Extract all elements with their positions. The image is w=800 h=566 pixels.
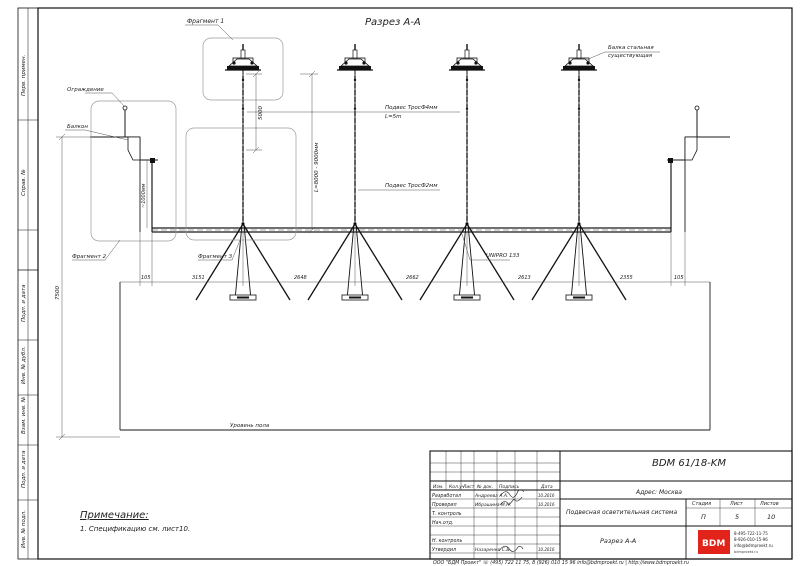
role-6: Утвердил (432, 547, 456, 553)
note-title: Примечание: (80, 510, 149, 521)
hdr-date: Дата (540, 484, 553, 490)
label-suspension-1: Подвес ТросФ4мм (385, 105, 437, 111)
sheet-value: 5 (735, 513, 739, 521)
dimension-height-range: L=8000 - 9000мм (300, 70, 320, 234)
section-title: Разрез А-А (365, 17, 421, 28)
stage-label: Стадия (692, 501, 711, 507)
label-suspension-1-length: L=5m (385, 114, 402, 120)
span-3: 2648 (294, 275, 307, 281)
sheets-label: Листов (759, 501, 779, 507)
label-fence: Ограждение (67, 87, 104, 93)
fragment-3-frame (185, 127, 297, 241)
sheet-name: Разрез А-А (600, 537, 636, 545)
role-3: Нач.отд. (432, 520, 453, 526)
address: Адрес: Москва (635, 489, 682, 496)
room-outline: Уровень пола (119, 282, 711, 431)
fragment-1-frame (202, 37, 284, 101)
name-0: Андреева А.А. (474, 493, 508, 499)
dimension-total-height: 7500 (55, 133, 120, 441)
stamp-vzam-inv: Взам. инв. № (21, 396, 27, 434)
phone-2: 8-926-010-15-96 (734, 537, 768, 542)
hdr-list: Лист (462, 484, 475, 490)
sheet-frame (37, 7, 793, 560)
span-6: 2355 (620, 275, 633, 281)
span-5: 2613 (518, 275, 531, 281)
hdr-kol: Кол.уч (449, 484, 465, 490)
site: bdmproekt.ru (734, 550, 758, 554)
svg-text:7500: 7500 (55, 286, 61, 300)
dimension-1000: ~1000мм (141, 160, 148, 228)
label-floor: Уровень пола (230, 423, 270, 429)
hdr-izm: Изм. (433, 484, 444, 490)
dimension-5000: 5000 (246, 70, 264, 154)
span-7: 105 (674, 275, 684, 281)
hdr-sign: Подпись (499, 484, 520, 490)
callout-leaders (65, 24, 660, 261)
label-suspension-2: Подвес ТросФ2мм (385, 183, 437, 189)
stamp-sprav: Справ. № (21, 169, 27, 196)
system-name: Подвесная осветительная система (566, 509, 677, 516)
phone-1: 8-495-722-11-75 (734, 531, 768, 536)
date-6: 10.2016 (538, 547, 555, 552)
label-fragment-2: Фрагмент 2 (72, 254, 107, 260)
label-profile: UNIPRO 133 (486, 253, 520, 259)
label-beam-existing: существующая (608, 53, 653, 59)
name-6: Назаренко С.В. (475, 547, 511, 553)
role-2: Т. контроль (432, 511, 462, 517)
span-4: 2662 (406, 275, 419, 281)
logo-text: BDM (702, 539, 725, 549)
name-1: Ибрашина М.Н. (475, 502, 511, 508)
svg-text:5000: 5000 (258, 106, 264, 120)
fragment-2-frame (90, 100, 177, 242)
label-fragment-3: Фрагмент 3 (198, 254, 233, 260)
title-block-text: BDM 61/18-KM Адрес: Москва Изм. Кол.уч Л… (432, 458, 779, 554)
span-dimensions: 105 3151 2648 2662 2613 2355 105 (120, 232, 710, 286)
hdr-doc: № док. (476, 484, 493, 490)
stamp-perv-primen: Перв. примен. (21, 54, 27, 96)
role-5: Н. контроль (432, 538, 462, 544)
footer: ООО "БДМ Проект" ☏ (495) 722 11 75, 8 (9… (433, 560, 689, 566)
label-balcony: Балкон (67, 124, 88, 130)
svg-text:~1000мм: ~1000мм (141, 183, 147, 208)
stamp-podp-data-2: Подп. и дата (21, 450, 27, 488)
span-1: 105 (141, 275, 151, 281)
span-2: 3151 (192, 275, 205, 281)
email: info@bdmproekt.ru (734, 543, 773, 548)
sheet-label: Лист (729, 501, 744, 507)
company-logo (698, 530, 730, 554)
label-beam-steel: Балка стальная (608, 45, 654, 51)
role-1: Проверил (432, 502, 457, 508)
date-0: 10.2016 (538, 493, 555, 498)
note-text: 1. Спецификацию см. лист10. (80, 525, 190, 533)
svg-text:L=8000 - 9000мм: L=8000 - 9000мм (314, 143, 320, 192)
stamp-podp-data-1: Подп. и дата (21, 284, 27, 322)
left-balcony (90, 105, 158, 232)
side-stamp: Перв. примен. Справ. № Подп. и дата Инв.… (17, 7, 39, 560)
title-block (429, 450, 793, 560)
date-1: 10.2016 (538, 502, 555, 507)
right-balcony (667, 105, 730, 232)
stage-value: П (701, 513, 706, 521)
stamp-inv-podl: Инв. № подл. (21, 510, 27, 548)
doc-code: BDM 61/18-KM (652, 458, 726, 469)
label-fragment-1: Фрагмент 1 (187, 18, 224, 25)
unipro-profile (152, 227, 671, 233)
role-0: Разработал (432, 493, 461, 499)
stamp-inv-dubl: Инв. № дубл. (21, 346, 27, 384)
sheets-value: 10 (767, 513, 775, 521)
